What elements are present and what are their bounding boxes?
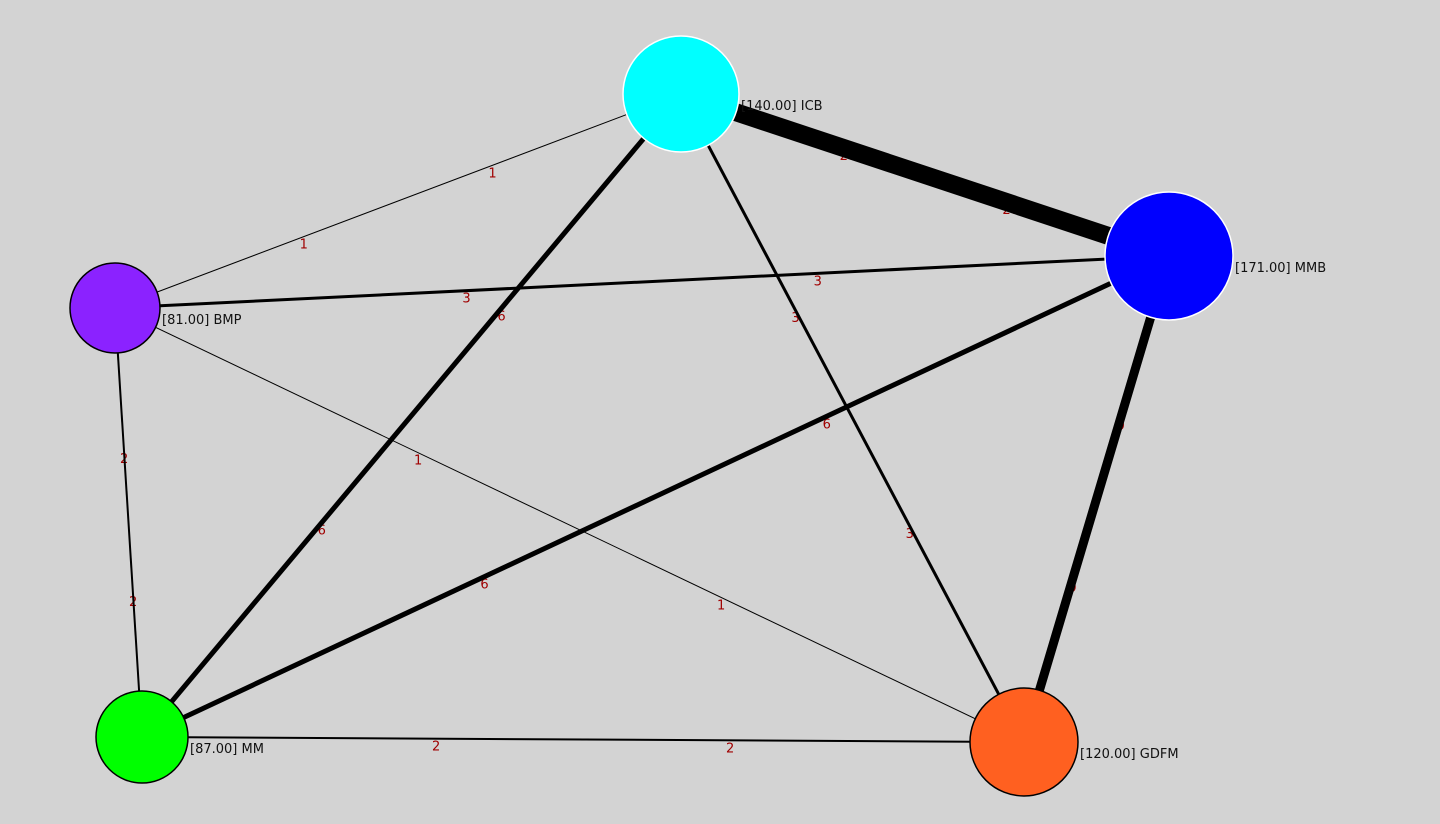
node-circle[interactable] (95, 690, 189, 784)
node-circle[interactable] (69, 262, 161, 354)
edge-weight-label: 1 (488, 166, 496, 181)
edge-weight-label: 1 (717, 598, 725, 613)
edge-weight-label: 1 (414, 454, 422, 469)
edge-weight-label: 6 (497, 309, 505, 324)
edge-bmp-mm (114, 307, 143, 738)
edge-weight-label: 3 (906, 527, 914, 542)
edge-weight-label: 3 (462, 292, 470, 307)
edge-mm-gdfm (141, 736, 1025, 743)
edge-weight-label: 6 (480, 578, 488, 593)
edge-weight-label: 6 (823, 417, 831, 432)
node-bmp[interactable]: [81.00] BMP (69, 262, 242, 354)
edge-bmp-gdfm (114, 307, 1025, 743)
node-label: [120.00] GDFM (1080, 747, 1179, 762)
edge-bmp-mmb (114, 254, 1170, 310)
node-mmb[interactable]: [171.00] MMB (1104, 191, 1326, 321)
edge-weight-label: 3 (791, 311, 799, 326)
node-label: [140.00] ICB (741, 99, 823, 114)
edge-mmb-gdfm (1019, 254, 1174, 744)
edge-icb-mmb (678, 85, 1172, 265)
edge-weight-label: 2 (432, 740, 440, 755)
edge-weight-label: 6 (318, 524, 326, 539)
edge-weight-label: 3 (814, 274, 822, 289)
edge-weight-label: 1 (300, 238, 308, 253)
edge-weight-label: 2 (726, 741, 734, 756)
edge-icb-gdfm (679, 93, 1026, 743)
edge-mmb-mm (140, 253, 1171, 740)
node-circle[interactable] (969, 687, 1079, 797)
node-label: [81.00] BMP (162, 313, 242, 328)
node-label: [87.00] MM (190, 742, 264, 757)
node-mm[interactable]: [87.00] MM (95, 690, 264, 784)
node-label: [171.00] MMB (1235, 261, 1326, 276)
node-icb[interactable]: [140.00] ICB (622, 35, 823, 153)
edge-icb-bmp (114, 93, 682, 309)
node-circle[interactable] (622, 35, 740, 153)
edge-icb-mm (140, 92, 683, 739)
node-gdfm[interactable]: [120.00] GDFM (969, 687, 1179, 797)
node-circle[interactable] (1104, 191, 1234, 321)
